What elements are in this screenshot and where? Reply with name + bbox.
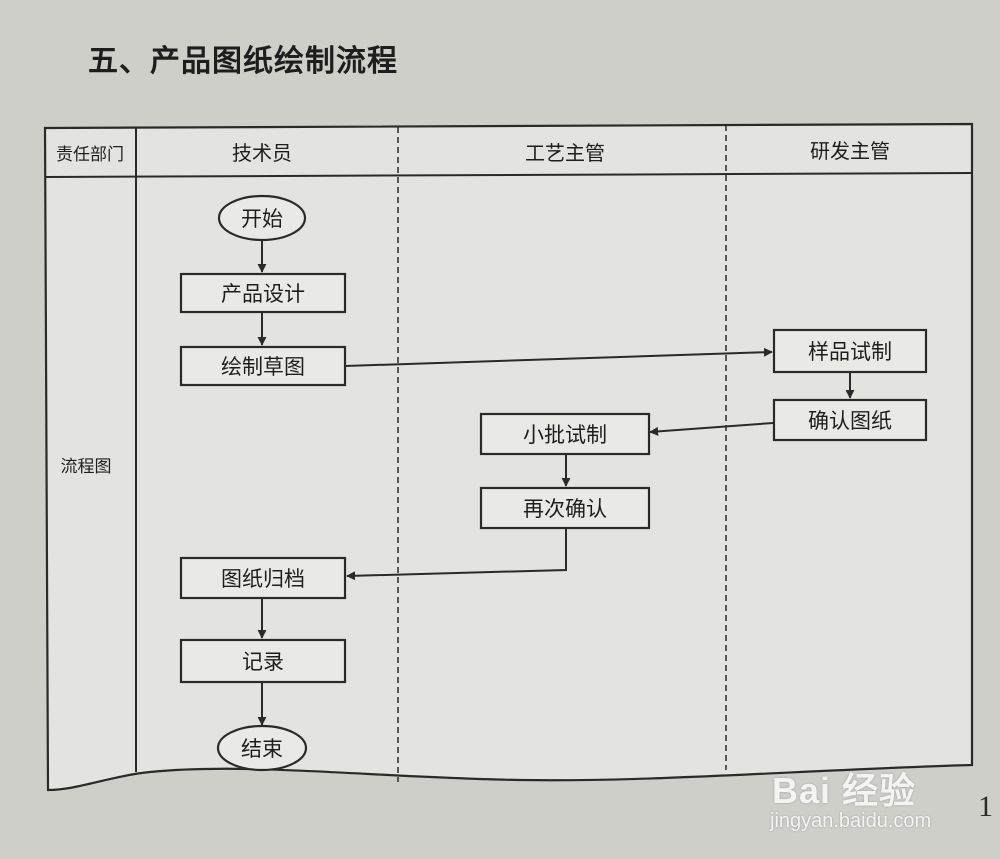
svg-text:小批试制: 小批试制 bbox=[523, 423, 607, 447]
svg-text:样品试制: 样品试制 bbox=[808, 340, 892, 364]
arrow-sketch-sample bbox=[344, 347, 773, 367]
baidu-watermark-url: jingyan.baidu.com bbox=[770, 810, 932, 832]
page-number: 1 bbox=[978, 790, 993, 823]
node-confirm-drawing: 确认图纸 bbox=[772, 398, 928, 442]
svg-text:确认图纸: 确认图纸 bbox=[808, 409, 892, 433]
table-frame bbox=[43, 122, 974, 792]
svg-text:再次确认: 再次确认 bbox=[523, 497, 607, 521]
arrow-confirm-pilot bbox=[649, 422, 774, 436]
lane-header-technician: 技术员 bbox=[232, 141, 292, 165]
flowchart-row-label: 流程图 bbox=[61, 457, 112, 477]
baidu-watermark-brand: Bai 经验 bbox=[772, 770, 917, 811]
svg-text:开始: 开始 bbox=[241, 207, 283, 231]
baidu-watermark: Bai 经验 jingyan.baidu.com bbox=[770, 752, 970, 842]
node-start: 开始 bbox=[217, 194, 307, 242]
node-record: 记录 bbox=[179, 638, 347, 684]
node-draw-sketch: 绘制草图 bbox=[179, 345, 347, 387]
node-end: 结束 bbox=[216, 724, 308, 772]
arrow-reconfirm-archive bbox=[346, 528, 567, 581]
lane-header-process-manager: 工艺主管 bbox=[525, 141, 605, 165]
lane-header-rd-manager: 研发主管 bbox=[810, 139, 890, 163]
page-title: 五、产品图纸绘制流程 bbox=[88, 44, 398, 79]
svg-text:绘制草图: 绘制草图 bbox=[221, 355, 305, 379]
svg-text:结束: 结束 bbox=[241, 737, 283, 761]
node-sample-trial: 样品试制 bbox=[772, 328, 928, 374]
node-pilot-batch: 小批试制 bbox=[479, 412, 651, 456]
node-archive-drawing: 图纸归档 bbox=[179, 556, 347, 600]
svg-text:产品设计: 产品设计 bbox=[221, 282, 305, 306]
dept-header-label: 责任部门 bbox=[56, 145, 124, 165]
svg-text:记录: 记录 bbox=[242, 650, 284, 674]
header-divider bbox=[44, 172, 973, 178]
node-product-design: 产品设计 bbox=[179, 272, 347, 314]
svg-text:图纸归档: 图纸归档 bbox=[221, 567, 305, 591]
node-reconfirm: 再次确认 bbox=[479, 486, 651, 530]
